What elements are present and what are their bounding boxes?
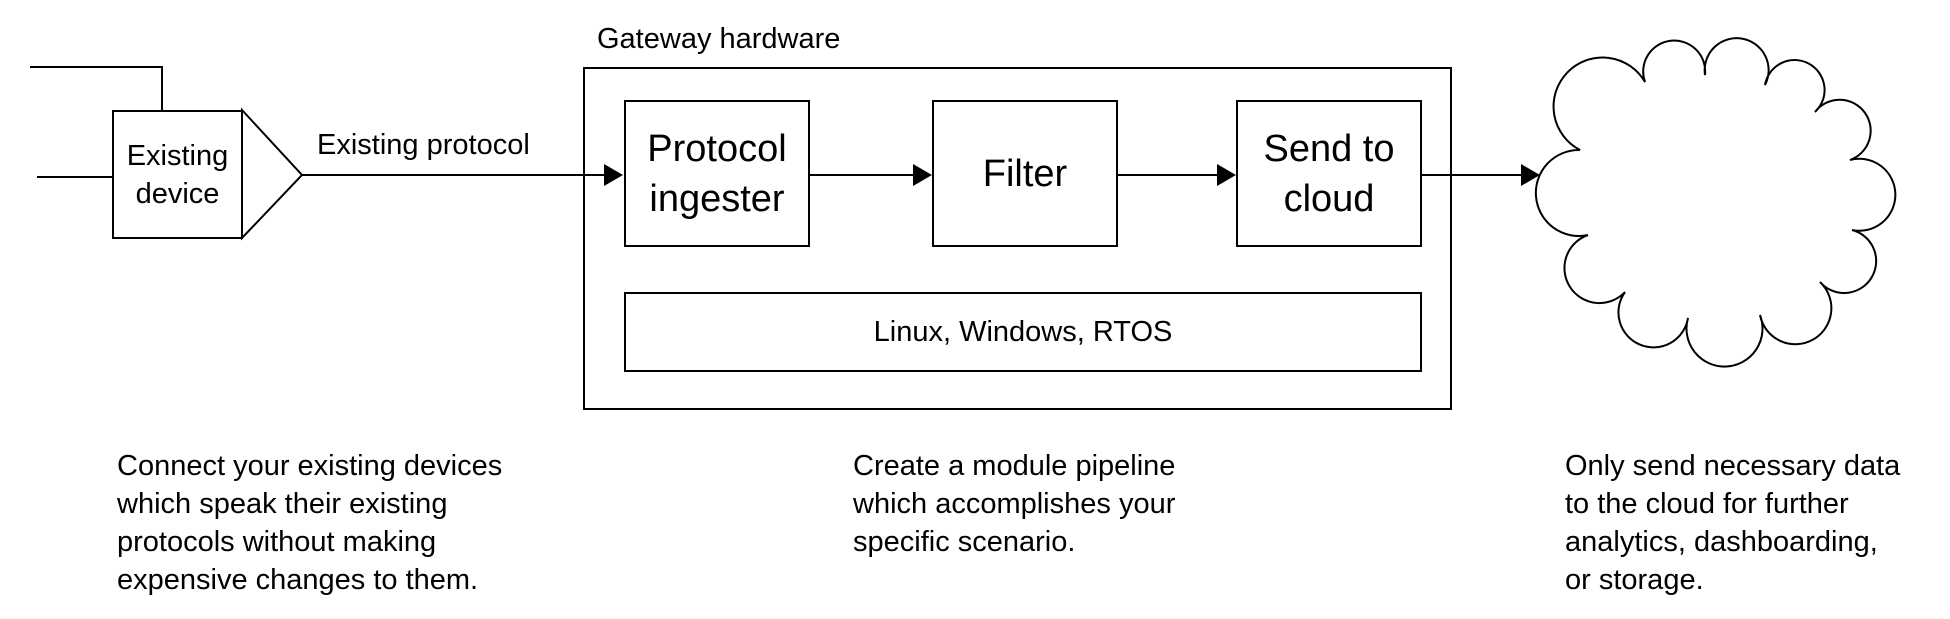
existing-device-box: Existing device	[112, 110, 243, 239]
caption-device: Connect your existing devices which spea…	[117, 450, 503, 596]
caption-cloud: Only send necessary data to the cloud fo…	[1565, 450, 1901, 596]
cloud-shape	[1534, 37, 1897, 368]
arrowhead-icon	[913, 164, 932, 186]
module-box-protocol-ingester: Protocol ingester	[624, 100, 810, 247]
existing-device-label: Existing device	[126, 139, 229, 210]
gateway-title: Gateway hardware	[597, 23, 841, 55]
module-box-send-to-cloud: Send to cloud	[1236, 100, 1422, 247]
gateway-box	[583, 67, 1452, 410]
device-wire-top	[30, 66, 163, 110]
arrowhead-icon	[604, 164, 623, 186]
module-label: Protocol ingester	[647, 127, 787, 220]
cloud-outline-path	[1534, 37, 1897, 368]
os-bar-label: Linux, Windows, RTOS	[873, 315, 1173, 348]
arrow-gateway-to-cloud	[1422, 164, 1540, 186]
arrow-filter-to-send	[1118, 164, 1236, 186]
os-bar: Linux, Windows, RTOS	[624, 292, 1422, 372]
arrow-ingester-to-filter	[810, 164, 932, 186]
arrowhead-icon	[1217, 164, 1236, 186]
caption-gateway: Create a module pipeline which accomplis…	[853, 450, 1176, 558]
arrowhead-icon	[1521, 164, 1540, 186]
module-label: Filter	[982, 152, 1068, 195]
existing-protocol-label: Existing protocol	[317, 129, 530, 161]
arrow-existing-protocol	[302, 164, 623, 186]
module-label: Send to cloud	[1263, 127, 1395, 220]
device-output-triangle	[241, 107, 304, 241]
module-box-filter: Filter	[932, 100, 1118, 247]
